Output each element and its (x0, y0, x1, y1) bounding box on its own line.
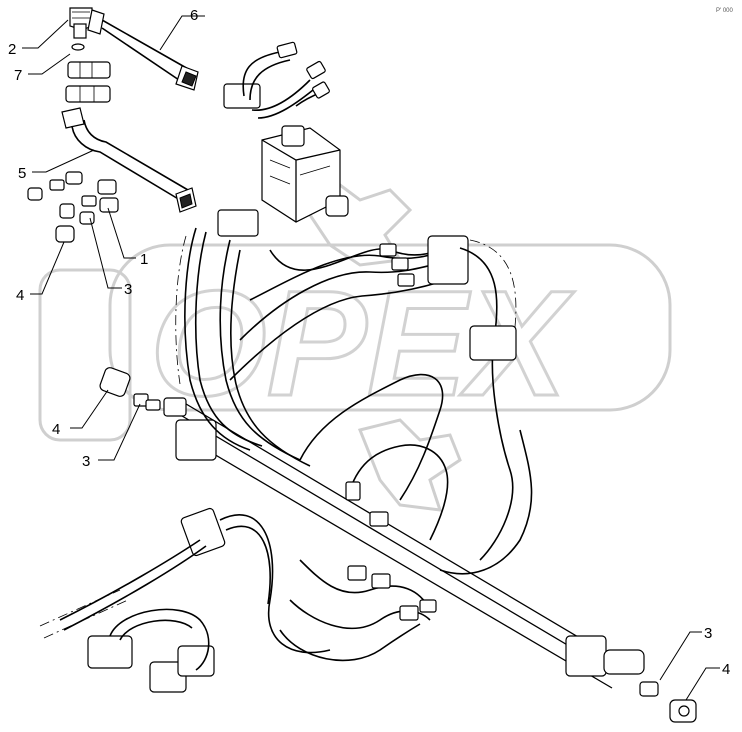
fittings-group (27, 171, 119, 243)
callout-3-lower: 3 (659, 625, 712, 681)
callout-4-middle: 4 (52, 389, 109, 438)
callout-4-lower: 4 (685, 661, 730, 701)
hose-bundle-center (229, 235, 469, 381)
o-ring (71, 43, 85, 51)
callout-6: 6 (159, 7, 205, 51)
callout-3-middle: 3 (82, 403, 141, 470)
tee-fitting-7 (65, 61, 111, 103)
control-valve-block (217, 83, 349, 237)
hose-assembly-5 (61, 107, 197, 213)
elbow-fitting (69, 7, 93, 39)
valve-feed-hoses (242, 41, 330, 119)
callout-label: 4 (722, 661, 730, 678)
callout-2: 2 (8, 19, 69, 58)
callout-label: 5 (18, 165, 26, 182)
callout-label: 4 (52, 421, 60, 438)
callout-5: 5 (18, 149, 95, 182)
frame-rails (171, 397, 645, 689)
callout-3-upper: 3 (89, 217, 132, 298)
hose-bundle-left (175, 227, 311, 467)
callout-4-upper: 4 (16, 241, 65, 304)
lower-left-loops (39, 507, 331, 693)
hose-assembly-6 (87, 9, 199, 91)
opex-watermark: OPEX (38, 183, 672, 512)
callout-7: 7 (14, 53, 71, 84)
callout-label: 6 (190, 7, 198, 24)
left-fitting-pair (99, 367, 187, 417)
callout-label: 2 (8, 41, 16, 58)
callout-label: 7 (14, 67, 22, 84)
callout-label: 3 (704, 625, 712, 642)
lower-center-hoses (279, 481, 437, 662)
callout-label: 1 (140, 251, 148, 268)
corner-mark: P' 000 (716, 8, 733, 14)
bottom-right-fittings (639, 681, 697, 723)
callout-label: 3 (124, 281, 132, 298)
hose-bundle-right (299, 239, 533, 575)
callout-label: 4 (16, 287, 24, 304)
callout-1: 1 (107, 207, 148, 268)
callout-label: 3 (82, 453, 90, 470)
